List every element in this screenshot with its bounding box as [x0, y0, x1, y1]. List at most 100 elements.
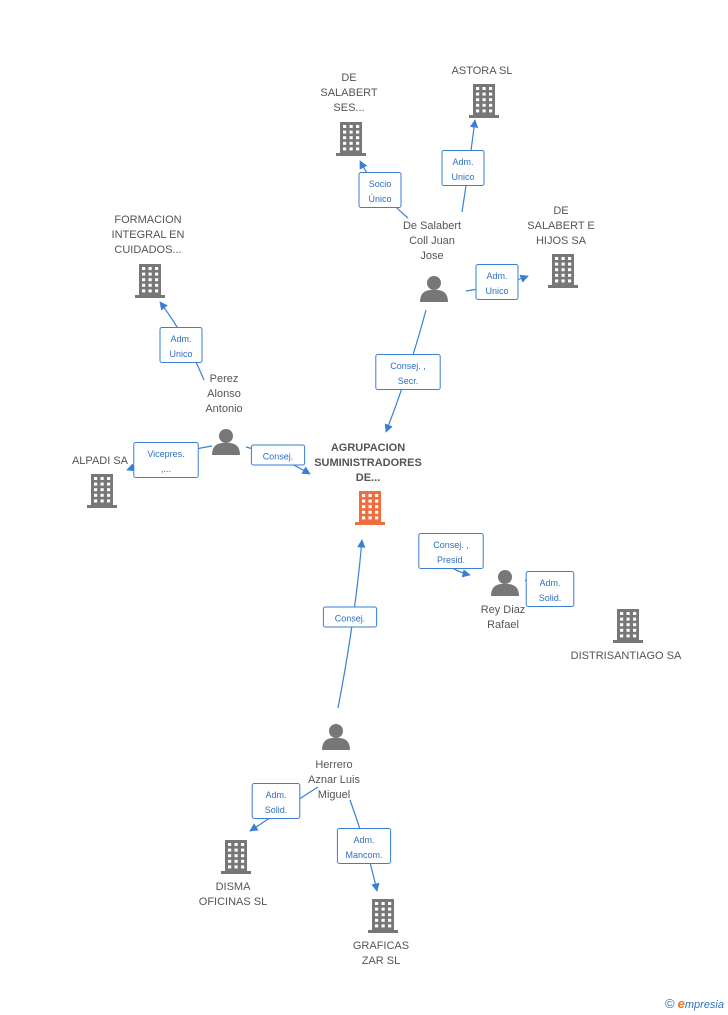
node-label: AGRUPACION [331, 442, 405, 454]
brand-footer[interactable]: ©empresia [665, 996, 724, 1011]
building-icon [87, 474, 117, 508]
node-label: De Salabert [403, 220, 461, 232]
edge-e1: Adm. Unico [441, 119, 485, 213]
node-label: ALPADI SA [72, 455, 129, 467]
node-label: HIJOS SA [536, 235, 587, 247]
node-label: Rey Diaz [481, 604, 526, 616]
edge-label-box[interactable] [250, 444, 306, 466]
edge-e8: Consej. , Presid. [418, 533, 484, 578]
edge-label-box[interactable] [525, 571, 575, 607]
edge-label-text: Socio [369, 179, 392, 189]
node-label: DISMA [216, 881, 252, 893]
edge-e3: Adm. Unico [465, 264, 529, 300]
node-astora[interactable]: ASTORA SL [452, 65, 513, 118]
edge-label-box[interactable] [358, 172, 402, 208]
node-label: CUIDADOS... [114, 244, 181, 256]
building-icon [613, 609, 643, 643]
node-label: Rafael [487, 619, 519, 631]
node-graficas[interactable]: GRAFICAS ZAR SL [353, 899, 409, 967]
node-label: FORMACION [114, 214, 181, 226]
node-label: Aznar Luis [308, 774, 360, 786]
edge-label-text: Consej. , [433, 540, 469, 550]
brand-logo-text: mpresia [684, 999, 724, 1011]
edge-label-box[interactable] [322, 606, 378, 628]
edge-label-text: Solid. [539, 593, 562, 603]
edge-label-box[interactable] [159, 327, 203, 363]
building-icon [469, 84, 499, 118]
node-formacion[interactable]: FORMACION INTEGRAL EN CUIDADOS... [112, 214, 185, 298]
node-alpadi[interactable]: ALPADI SA [72, 455, 129, 508]
copyright-icon: © [665, 996, 675, 1011]
edge-e6: Vicepres.,... [126, 442, 213, 478]
building-icon [368, 899, 398, 933]
node-label: INTEGRAL EN [112, 229, 185, 241]
person-icon [212, 429, 240, 455]
edge-e7: Consej. [245, 444, 311, 475]
edge-label-text: Adm. [265, 790, 286, 800]
edge-label-box[interactable] [336, 828, 392, 864]
edge-label-text: Mancom. [345, 850, 382, 860]
node-label: GRAFICAS [353, 940, 409, 952]
edge-label-text: Presid. [437, 555, 465, 565]
building-icon [355, 491, 385, 525]
edge-label-text: ,... [161, 464, 171, 474]
node-label: DE [341, 72, 356, 84]
node-label: SUMINISTRADORES [314, 457, 422, 469]
edge-label-box[interactable] [475, 264, 519, 300]
node-label: DISTRISANTIAGO SA [571, 650, 682, 662]
node-label: Herrero [315, 759, 352, 771]
node-label: DE [553, 205, 568, 217]
building-icon [135, 264, 165, 298]
edge-label-text: Adm. [486, 271, 507, 281]
edge-label-text: Único [368, 194, 391, 204]
building-icon [336, 122, 366, 156]
building-icon [221, 840, 251, 874]
node-agrupacion[interactable]: AGRUPACION SUMINISTRADORES DE... [314, 442, 422, 525]
edge-e5: Adm. Unico [159, 301, 205, 381]
edge-label-text: Unico [451, 172, 474, 182]
node-disma[interactable]: DISMA OFICINAS SL [199, 840, 267, 908]
node-label: SALABERT [320, 87, 378, 99]
edge-e11: Adm.Solid. [249, 783, 319, 832]
edge-label-box[interactable] [441, 150, 485, 186]
node-label: DE... [356, 472, 380, 484]
edge-label-box[interactable] [133, 442, 199, 478]
edge-label-box[interactable] [418, 533, 484, 569]
edge-label-text: Consej. , [390, 361, 426, 371]
edge-label-text: Adm. [452, 157, 473, 167]
node-label: Jose [420, 250, 443, 262]
node-distrisantiago[interactable]: DISTRISANTIAGO SA [571, 609, 682, 662]
node-label: OFICINAS SL [199, 896, 267, 908]
node-de_salabert_ses[interactable]: DE SALABERT SES... [320, 72, 378, 156]
node-label: Antonio [205, 403, 242, 415]
node-label: Miguel [318, 789, 350, 801]
person-icon [420, 276, 448, 302]
node-label: ZAR SL [362, 955, 401, 967]
edge-e10: Consej. [322, 539, 378, 709]
edge-e12: Adm. Mancom. [336, 799, 392, 892]
person-icon [322, 724, 350, 750]
node-label: Alonso [207, 388, 241, 400]
edge-label-box[interactable] [375, 354, 441, 390]
edge-label-text: Unico [169, 349, 192, 359]
edge-label-text: Adm. [353, 835, 374, 845]
edge-label-box[interactable] [251, 783, 301, 819]
node-label: ASTORA SL [452, 65, 513, 77]
node-label: Perez [210, 373, 239, 385]
edge-label-text: Adm. [539, 578, 560, 588]
building-icon [548, 254, 578, 288]
person-icon [491, 570, 519, 596]
edge-label-text: Secr. [398, 376, 419, 386]
node-label: SES... [333, 102, 364, 114]
edge-label-text: Consej. [263, 451, 294, 461]
edge-label-text: Adm. [170, 334, 191, 344]
edge-label-text: Unico [485, 286, 508, 296]
edge-label-text: Consej. [335, 613, 366, 623]
